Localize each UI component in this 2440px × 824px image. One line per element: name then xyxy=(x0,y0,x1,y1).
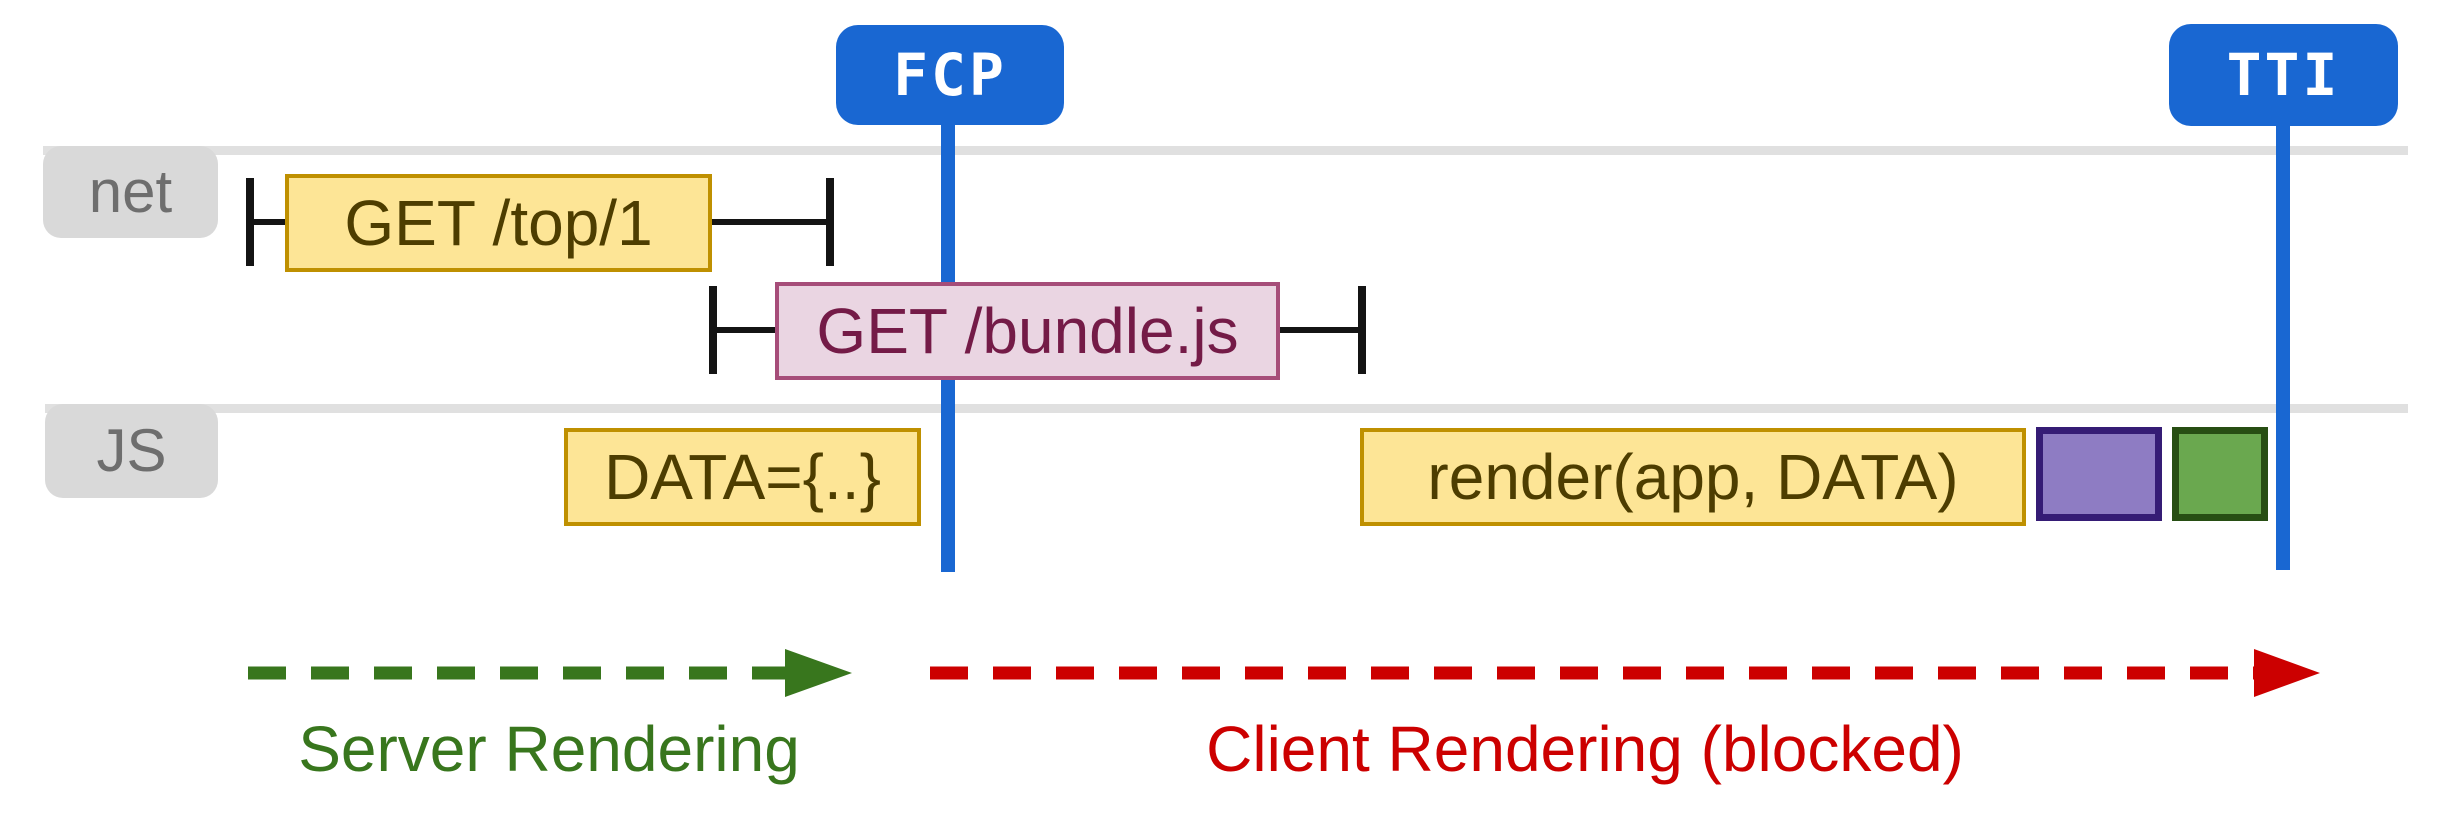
js-track-line xyxy=(45,404,2408,413)
net-track-tab: net xyxy=(43,146,218,238)
server-rendering-label: Server Rendering xyxy=(298,713,800,785)
js-task-data-label: DATA={..} xyxy=(604,441,881,513)
fcp-label: FCP xyxy=(893,41,1007,109)
client-rendering-arrow xyxy=(930,649,2320,697)
tti-label: TTI xyxy=(2226,41,2341,109)
request-bundle-label: GET /bundle.js xyxy=(816,295,1239,367)
client-rendering-label: Client Rendering (blocked) xyxy=(1206,713,1964,785)
request-bundle-start-tick xyxy=(709,286,717,374)
js-task-render-label: render(app, DATA) xyxy=(1427,441,1959,513)
js-task-purple-box xyxy=(2036,427,2162,521)
net-track-label: net xyxy=(88,158,173,225)
js-task-render-box: render(app, DATA) xyxy=(1360,428,2026,526)
request-top1-box: GET /top/1 xyxy=(285,174,712,272)
request-bundle-box: GET /bundle.js xyxy=(775,282,1280,380)
server-rendering-arrowhead-icon xyxy=(785,649,852,697)
js-task-data-box: DATA={..} xyxy=(564,428,921,526)
request-top1-start-tick xyxy=(246,178,254,266)
js-track-tab: JS xyxy=(45,404,218,498)
request-bundle-end-tick xyxy=(1358,286,1366,374)
net-track-line xyxy=(43,146,2408,155)
js-track-label: JS xyxy=(96,417,167,484)
js-task-green-box xyxy=(2172,427,2268,521)
fcp-badge: FCP xyxy=(836,25,1064,125)
tti-badge: TTI xyxy=(2169,24,2398,126)
server-rendering-arrow xyxy=(248,649,852,697)
client-rendering-arrowhead-icon xyxy=(2254,649,2320,697)
request-top1-end-tick xyxy=(826,178,834,266)
request-top1-label: GET /top/1 xyxy=(344,187,653,259)
tti-marker-line xyxy=(2276,120,2290,570)
